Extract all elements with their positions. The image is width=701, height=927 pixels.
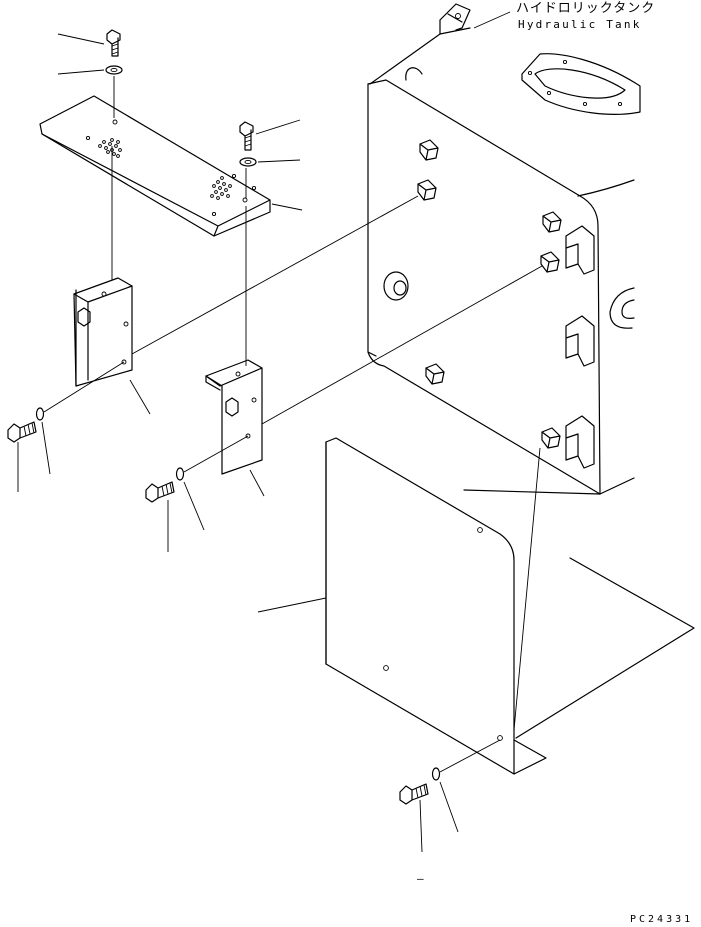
tank-lift-hook (405, 67, 423, 81)
tank-top-edge (369, 27, 471, 85)
tank-round-boss (383, 271, 409, 301)
tank-top-tab-hole (455, 13, 461, 19)
center-vertical-bracket (205, 359, 263, 475)
tank-label-jp: ハイドロリックタンク (516, 1, 655, 16)
tank-front-face-outline (367, 79, 601, 495)
tank-top-cap (521, 53, 641, 115)
bolt-top-left (106, 29, 121, 57)
leader-washer-left-bottom (41, 421, 51, 475)
washer-top-left (105, 65, 123, 75)
top-plate-perforations-right (210, 176, 232, 200)
leader-top-plate (271, 203, 303, 211)
leader-washer-top-right (257, 159, 301, 163)
bolt-panel-bottom (399, 783, 429, 805)
top-plate-holes (85, 119, 257, 217)
tank-label-en: Hydraulic Tank (518, 18, 642, 31)
left-vertical-bracket (73, 277, 133, 387)
bottom-dash-mark: – (417, 872, 426, 885)
tank-clips (565, 225, 595, 469)
bolt-center-bottom (145, 481, 175, 503)
top-plate-perforations-left (98, 138, 122, 158)
washer-top-right (239, 157, 257, 167)
washer-left-bottom (35, 407, 45, 421)
leader-bolt-top-right (255, 119, 301, 135)
leader-center-bracket (249, 469, 265, 497)
drawing-code: PC24331 (630, 914, 693, 925)
bolt-left-bottom (7, 421, 37, 443)
washer-center-bottom (175, 467, 185, 481)
leader-left-bracket (129, 379, 151, 415)
tank-side-top-edge (577, 179, 635, 197)
top-plate-bracket (39, 95, 271, 237)
left-bracket-nut (77, 307, 91, 327)
floor-outline (463, 489, 695, 739)
tank-top-tab (439, 3, 471, 35)
leader-cover-panel (257, 597, 327, 613)
leader-bolt-panel-bottom (419, 799, 423, 853)
tank-label-leader (473, 11, 511, 29)
assembly-lines (43, 76, 543, 773)
leader-washer-center-bottom (183, 481, 205, 531)
hydraulic-tank (367, 3, 641, 495)
tank-side-slot (609, 287, 635, 329)
center-bracket-nut (225, 397, 239, 417)
leader-washer-top-left (57, 69, 105, 75)
washer-panel-bottom (431, 767, 441, 781)
cover-panel (325, 437, 695, 775)
leader-bolt-top-left (57, 33, 105, 45)
tank-side-bottom-edge (599, 477, 635, 495)
bolt-top-right (239, 121, 254, 151)
leader-washer-panel-bottom (439, 781, 459, 833)
part-leader-lines (17, 33, 459, 853)
tank-front-bottom-edge (367, 351, 601, 495)
tank-weld-nuts (417, 139, 562, 449)
